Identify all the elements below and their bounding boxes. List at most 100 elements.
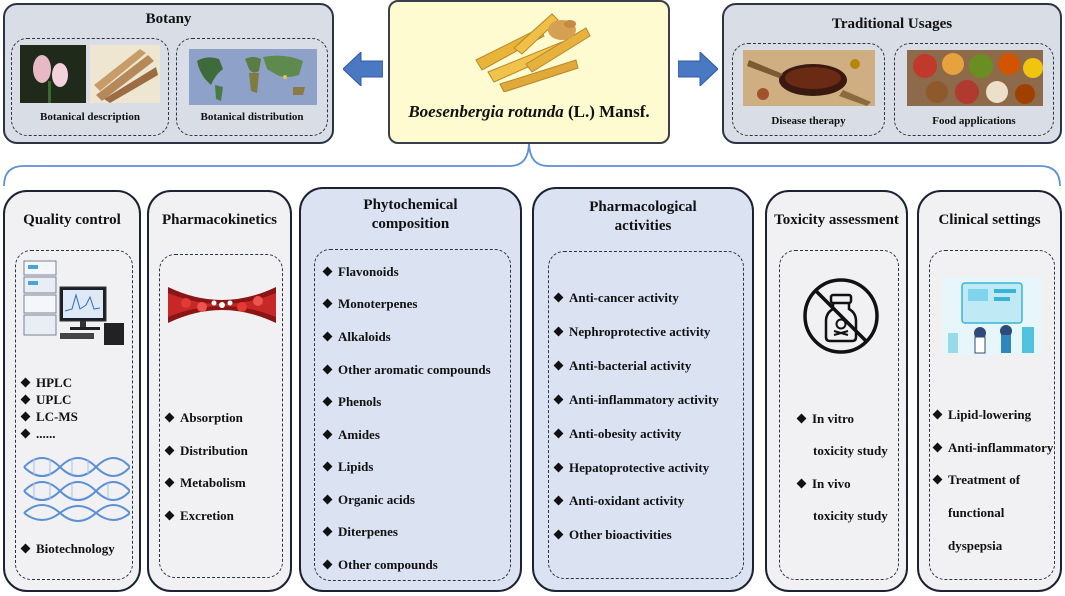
pharmacological-title-line2: activities: [614, 218, 672, 234]
qc-item-1: HPLC: [20, 375, 73, 391]
pharmacokinetics-column: Pharmacokinetics Absorption Distribution…: [147, 190, 292, 592]
botanical-description-caption: Botanical description: [40, 111, 140, 123]
qc-biotechnology: Biotechnology: [20, 541, 115, 557]
world-map-image: [189, 49, 317, 105]
species-name-authority: (L.) Mansf.: [563, 102, 650, 121]
pharma-item-8-label: Other bioactivities: [569, 527, 672, 542]
clinical-item-3-cont-2: dyspepsia: [948, 538, 1002, 554]
food-applications-box: Food applications: [894, 43, 1054, 136]
right-arrow-icon: [678, 52, 718, 86]
phyto-item-6: Amides: [322, 427, 380, 443]
toxicity-column: Toxicity assessment In vitro toxicity st…: [765, 190, 908, 592]
species-name: Boesenbergia rotunda (L.) Mansf.: [390, 102, 668, 122]
qc-item-3: LC-MS: [20, 409, 78, 425]
phyto-item-7-label: Lipids: [338, 459, 374, 474]
pk-item-1: Absorption: [164, 410, 243, 426]
qc-item-4: ......: [20, 426, 56, 442]
no-toxicity-icon: [803, 278, 879, 354]
pk-item-2: Distribution: [164, 443, 248, 459]
pharma-item-1-label: Anti-cancer activity: [569, 290, 679, 305]
pharma-item-2: Nephroprotective activity: [553, 324, 710, 340]
pharma-item-6: Hepatoprotective activity: [553, 460, 710, 476]
qc-biotechnology-label: Biotechnology: [36, 541, 115, 556]
quality-control-title: Quality control: [23, 212, 121, 228]
phyto-item-8: Organic acids: [322, 492, 415, 508]
phyto-item-3-label: Alkaloids: [338, 329, 391, 344]
brace-connector: [3, 143, 1061, 187]
pharmacological-column: Pharmacological activities Anti-cancer a…: [532, 187, 754, 592]
pharmacological-title: Pharmacological activities: [534, 198, 752, 236]
tox-item-2-line1: In vivo: [812, 476, 851, 491]
clinical-item-2-label: Anti-inflammatory: [948, 440, 1054, 455]
phyto-item-6-label: Amides: [338, 427, 380, 442]
pharma-item-4: Anti-inflammatory activity: [553, 392, 719, 408]
quality-control-inner: HPLC UPLC LC-MS ...... Biotechnology: [15, 250, 133, 580]
pk-item-4: Excretion: [164, 508, 234, 524]
clinical-item-3-cont-1: functional: [948, 505, 1004, 521]
botanical-distribution-caption: Botanical distribution: [200, 111, 304, 123]
disease-therapy-box: Disease therapy: [732, 43, 885, 136]
phyto-item-5: Phenols: [322, 394, 382, 410]
phytochemical-inner: Flavonoids Monoterpenes Alkaloids Other …: [314, 249, 511, 581]
phyto-item-4: Other aromatic compounds: [322, 362, 491, 378]
phyto-item-9: Diterpenes: [322, 524, 398, 540]
pharmacological-inner: Anti-cancer activity Nephroprotective ac…: [548, 251, 744, 579]
pharma-item-4-label: Anti-inflammatory activity: [569, 392, 719, 407]
tox-item-1: In vitro: [796, 411, 855, 427]
clinical-item-3: Treatment of: [932, 472, 1020, 488]
clinical-item-3-line2: functional: [948, 505, 1005, 520]
pharma-item-6-label: Hepatoprotective activity: [569, 460, 710, 475]
botanical-description-image: [20, 45, 160, 103]
phyto-item-2: Monoterpenes: [322, 296, 417, 312]
phytochemical-title-line1: Phytochemical: [363, 197, 458, 213]
botany-title: Botany: [145, 11, 192, 27]
phyto-item-5-label: Phenols: [338, 394, 382, 409]
clinical-item-1-label: Lipid-lowering: [948, 407, 1032, 422]
herbal-medicine-image: [743, 50, 875, 106]
phytochemical-column: Phytochemical composition Flavonoids Mon…: [299, 187, 522, 592]
tox-item-1-line1: In vitro: [812, 411, 855, 426]
hplc-instrument-image: [23, 260, 124, 345]
clinical-illustration-image: [942, 277, 1042, 355]
tox-item-2: In vivo: [796, 476, 851, 492]
pharma-item-7-label: Anti-oxidant activity: [569, 493, 685, 508]
phyto-item-4-label: Other aromatic compounds: [338, 362, 491, 377]
qc-item-4-label: ......: [36, 426, 56, 441]
phyto-item-3: Alkaloids: [322, 329, 391, 345]
clinical-item-3-line3: dyspepsia: [948, 538, 1003, 553]
pk-item-1-label: Absorption: [180, 410, 243, 425]
tox-item-2-line2: toxicity study: [813, 508, 888, 523]
traditional-usages-title: Traditional Usages: [831, 16, 953, 32]
pharma-item-3: Anti-bacterial activity: [553, 358, 692, 374]
clinical-item-2: Anti-inflammatory: [932, 440, 1054, 456]
qc-item-2-label: UPLC: [36, 392, 72, 407]
pharma-item-8: Other bioactivities: [553, 527, 672, 543]
clinical-column: Clinical settings Lipid-lowering Anti-in…: [917, 190, 1062, 592]
tox-item-1-line2: toxicity study: [813, 443, 888, 458]
pharma-item-5: Anti-obesity activity: [553, 426, 681, 442]
qc-item-1-label: HPLC: [36, 375, 73, 390]
spices-image: [907, 50, 1043, 106]
left-arrow-icon: [343, 52, 383, 86]
pharmacological-title-line1: Pharmacological: [589, 199, 697, 215]
clinical-title: Clinical settings: [938, 212, 1041, 228]
botany-panel: Botany Botanical description Botanical d…: [3, 3, 334, 144]
phyto-item-1: Flavonoids: [322, 264, 399, 280]
traditional-usages-panel: Traditional Usages Disease therapy Food …: [722, 3, 1062, 144]
pk-item-4-label: Excretion: [180, 508, 234, 523]
disease-therapy-caption: Disease therapy: [771, 115, 846, 127]
clinical-item-1: Lipid-lowering: [932, 407, 1032, 423]
pharma-item-7: Anti-oxidant activity: [553, 493, 685, 509]
pharma-item-3-label: Anti-bacterial activity: [569, 358, 692, 373]
phyto-item-9-label: Diterpenes: [338, 524, 398, 539]
toxicity-inner: In vitro toxicity study In vivo toxicity…: [779, 250, 899, 580]
phytochemical-title-line2: composition: [371, 216, 450, 232]
phyto-item-1-label: Flavonoids: [338, 264, 399, 279]
qc-item-2: UPLC: [20, 392, 72, 408]
phyto-item-10-label: Other compounds: [338, 557, 438, 572]
clinical-inner: Lipid-lowering Anti-inflammatory Treatme…: [929, 250, 1055, 580]
pharma-item-1: Anti-cancer activity: [553, 290, 679, 306]
food-applications-caption: Food applications: [932, 115, 1016, 127]
species-box: Boesenbergia rotunda (L.) Mansf.: [388, 0, 670, 144]
qc-item-3-label: LC-MS: [36, 409, 78, 424]
